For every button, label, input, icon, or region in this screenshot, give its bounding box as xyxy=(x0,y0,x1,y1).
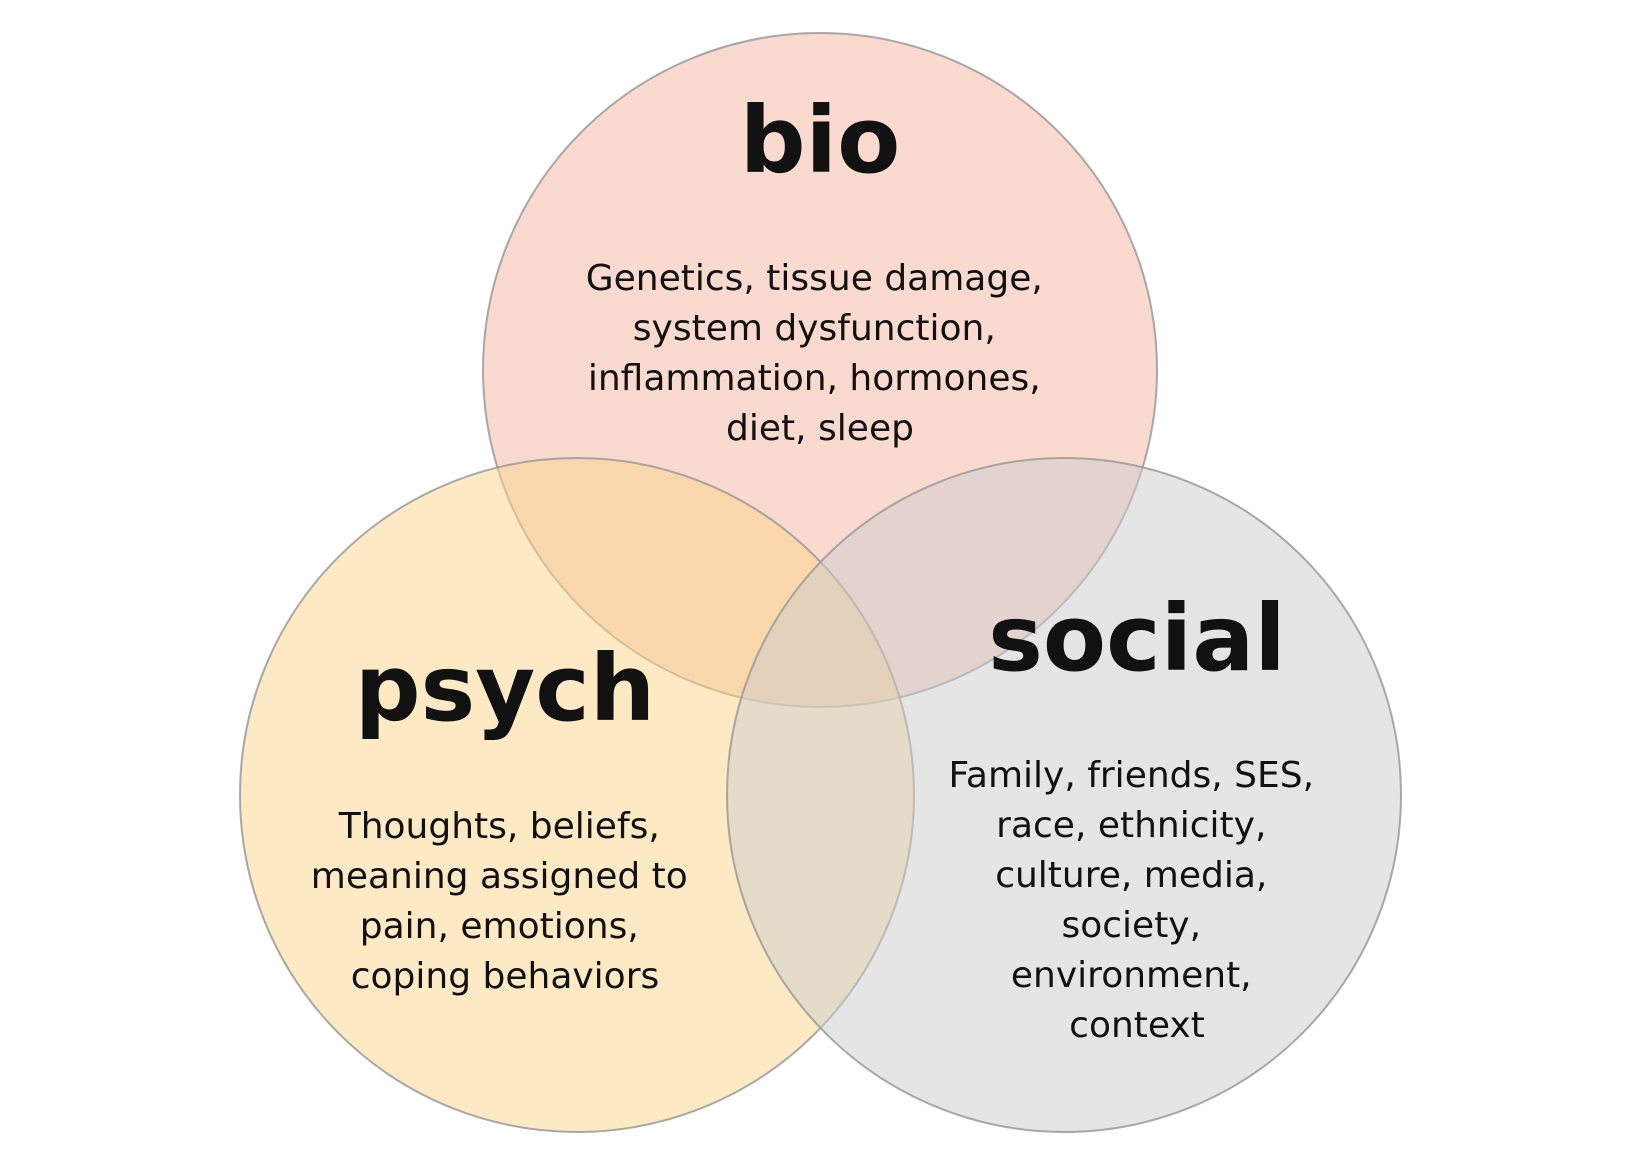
social-circle xyxy=(726,457,1402,1133)
bio-title: bio xyxy=(740,87,901,194)
social-description-line: Family, friends, SES, xyxy=(948,755,1314,796)
social-description: Family, friends, SES, race, ethnicity, c… xyxy=(948,755,1325,1046)
psych-description-line: coping behaviors xyxy=(351,956,660,997)
circles-layer xyxy=(239,32,1402,1133)
bio-description-line: Genetics, tissue damage, xyxy=(586,258,1043,299)
psych-description-line: meaning assigned to xyxy=(311,856,688,897)
psych-description: Thoughts, beliefs, meaning assigned to p… xyxy=(311,806,700,997)
psych-description-line: Thoughts, beliefs, xyxy=(338,806,660,847)
bio-description-line: system dysfunction, xyxy=(633,308,996,349)
social-description-line: environment, xyxy=(1011,955,1252,996)
social-description-line: society, xyxy=(1061,905,1201,946)
psych-title: psych xyxy=(355,635,656,742)
social-description-line: context xyxy=(1069,1005,1205,1046)
bio-description-line: diet, sleep xyxy=(726,408,914,449)
social-description-line: race, ethnicity, xyxy=(996,805,1266,846)
bio-description-line: inflammation, hormones, xyxy=(588,358,1041,399)
psych-description-line: pain, emotions, xyxy=(360,906,639,947)
social-title: social xyxy=(988,585,1286,692)
bio-description: Genetics, tissue damage, system dysfunct… xyxy=(586,258,1055,449)
social-description-line: culture, media, xyxy=(995,855,1267,896)
labels-layer: bio Genetics, tissue damage, system dysf… xyxy=(311,87,1325,1046)
